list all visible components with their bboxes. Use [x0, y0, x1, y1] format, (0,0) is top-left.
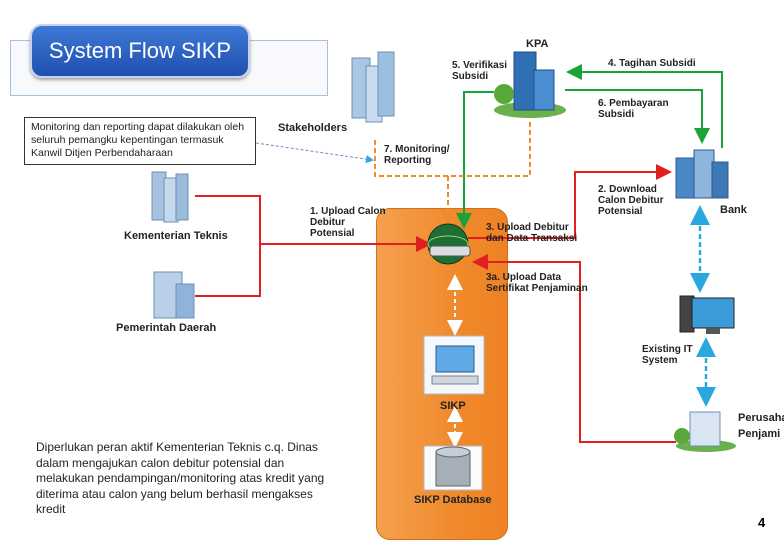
- kpa-building-icon: [494, 51, 566, 118]
- edge-label-6: 6. Pembayaran Subsidi: [598, 98, 669, 120]
- bottom-note: Diperlukan peran aktif Kementerian Tekni…: [36, 440, 325, 516]
- sikp-computer-icon: [423, 335, 485, 395]
- label-kementerian: Kementerian Teknis: [124, 230, 228, 242]
- perusahaan-building-icon: [674, 411, 736, 452]
- edge-upload-sertifikat: [472, 254, 676, 443]
- edge-verifikasi: [456, 91, 494, 229]
- edge-label-3: 3. Upload Debitur dan Data Transaksi: [486, 222, 578, 244]
- edge-tagihan: [566, 64, 723, 148]
- edge-label-4: 4. Tagihan Subsidi: [608, 58, 696, 69]
- kementerian-building-icon: [151, 171, 189, 223]
- page-title: System Flow SIKP: [30, 24, 250, 78]
- label-existing-it: Existing IT System: [642, 344, 693, 366]
- existing-it-computer-icon: [679, 295, 735, 334]
- pemda-building-icon: [153, 271, 195, 319]
- label-sikp-database: SIKP Database: [414, 494, 492, 506]
- edge-label-1: 1. Upload Calon Debitur Potensial: [310, 206, 386, 239]
- edge-label-7: 7. Monitoring/ Reporting: [384, 144, 450, 166]
- edge-upload-calon: [195, 195, 432, 297]
- label-sikp: SIKP: [440, 400, 466, 412]
- label-stakeholders: Stakeholders: [278, 122, 348, 134]
- edge-label-2: 2. Download Calon Debitur Potensial: [598, 184, 664, 217]
- page-number: 4: [758, 515, 766, 530]
- edge-pembayaran: [565, 89, 710, 144]
- note-pointer: [255, 142, 374, 164]
- note-box: Monitoring dan reporting dapat dilakukan…: [24, 117, 256, 165]
- stakeholders-building-icon: [351, 51, 395, 123]
- bank-building-icon: [675, 149, 729, 199]
- edge-label-5: 5. Verifikasi Subsidi: [452, 60, 508, 82]
- globe-web-icon: [427, 223, 471, 265]
- label-pemda: Pemerintah Daerah: [116, 322, 217, 334]
- label-perusahaan: Perusaha Penjami: [738, 412, 784, 440]
- edge-upload-debitur: [468, 164, 672, 239]
- label-bank: Bank: [720, 204, 747, 216]
- label-kpa: KPA: [526, 38, 549, 50]
- edge-monitoring: [374, 120, 531, 222]
- edge-label-3a: 3a. Upload Data Sertifikat Penjaminan: [486, 272, 588, 294]
- sikp-database-icon: [423, 445, 483, 491]
